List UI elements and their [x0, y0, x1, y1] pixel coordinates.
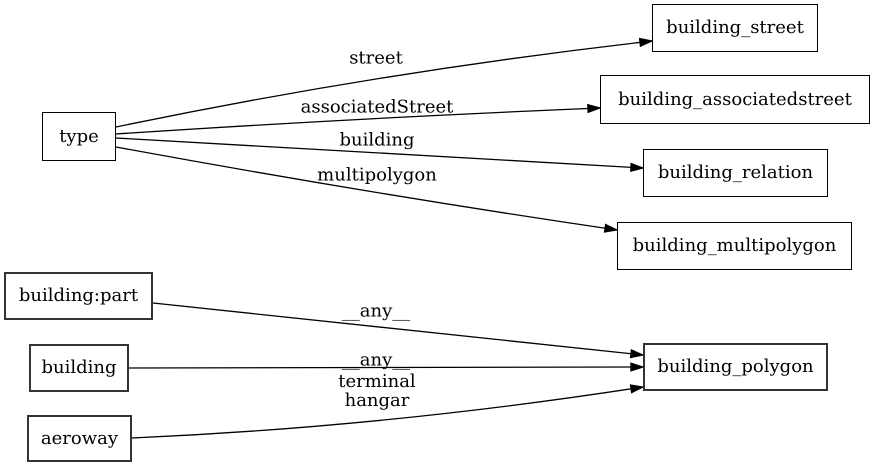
edge-label-building: building	[339, 129, 415, 151]
edge-building-part-to-building-polygon	[152, 302, 643, 355]
edge-type-to-building-relation	[115, 137, 643, 168]
edge-aeroway-to-building-polygon	[131, 387, 643, 439]
node-building-street: building_street	[652, 4, 818, 52]
edge-label-any-building-part: __any__	[341, 300, 411, 322]
node-building-multipolygon: building_multipolygon	[617, 222, 852, 270]
edge-label-multipolygon: multipolygon	[317, 164, 437, 186]
edge-label-street: street	[349, 47, 403, 69]
node-building-relation: building_relation	[643, 149, 828, 197]
node-aeroway: aeroway	[27, 415, 132, 462]
node-building: building	[29, 344, 129, 392]
edge-label-associatedstreet: associatedStreet	[300, 96, 454, 118]
edge-type-to-building-multipolygon	[115, 146, 617, 230]
node-building-polygon: building_polygon	[643, 343, 828, 391]
edge-label-terminal-hangar: terminal hangar	[338, 371, 416, 411]
edge-building-to-building-polygon	[128, 367, 643, 368]
edge-label-any-building: __any__	[341, 349, 411, 371]
node-type: type	[42, 112, 116, 161]
edge-type-to-building-associatedstreet	[115, 108, 600, 135]
node-building-part: building:part	[4, 272, 153, 320]
edge-type-to-building-street	[115, 41, 652, 128]
node-building-associatedstreet: building_associatedstreet	[600, 75, 870, 124]
